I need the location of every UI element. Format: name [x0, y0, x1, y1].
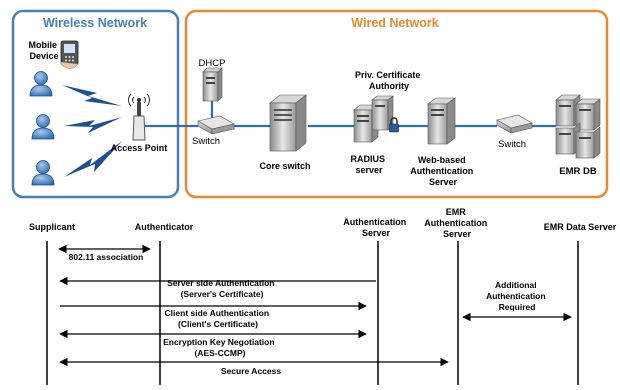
core-switch-label: Core switch — [259, 161, 310, 171]
column-header-emr-auth-server: EMR Authentication Server — [424, 207, 490, 239]
dhcp-server-icon — [202, 67, 223, 102]
core-switch-icon — [269, 94, 307, 152]
column-header-supplicant: Supplicant — [29, 222, 75, 232]
switch-icon — [496, 114, 533, 134]
wireless-network-title: Wireless Network — [43, 16, 147, 30]
switch-icon — [197, 115, 235, 135]
emr-db-icon — [555, 94, 601, 159]
column-header-authenticator: Authenticator — [135, 222, 194, 232]
access-point-icon — [128, 93, 150, 141]
wired-network-frame — [184, 9, 609, 199]
user-icon — [31, 114, 55, 140]
message-label-association: 802.11 association — [69, 252, 144, 262]
user-icon — [31, 160, 55, 186]
wireless-network-frame — [11, 9, 180, 199]
message-label-secure-access: Secure Access — [221, 366, 281, 376]
access-point-label: Access Point — [111, 143, 168, 153]
ca-label: Priv. Certificate Authority — [355, 70, 423, 91]
wireless-signal-icon — [64, 141, 122, 177]
lock-icon — [389, 117, 399, 133]
wireless-signal-icon — [62, 85, 122, 106]
web-auth-server-label: Web-based Authentication Server — [410, 155, 476, 187]
dhcp-label: DHCP — [199, 58, 226, 69]
mobile-device-label: Mobile Device — [28, 40, 59, 61]
mobile-device-icon — [59, 40, 79, 69]
column-header-auth-server: Authentication Server — [343, 217, 409, 238]
message-label-additional-auth: Additional Authentication Required — [486, 280, 548, 312]
emr-db-label: EMR DB — [559, 166, 597, 177]
switch-label: Switch — [192, 136, 220, 147]
message-label-client-auth: Client side Authentication (Client's Cer… — [165, 308, 272, 329]
radius-server-label: RADIUS server — [350, 154, 387, 175]
web-auth-server-icon — [427, 97, 456, 145]
certificate-authority-icon — [371, 95, 394, 131]
lifelines — [46, 241, 579, 385]
switch-label: Switch — [498, 139, 526, 150]
wired-network-title: Wired Network — [351, 16, 438, 30]
user-icon — [29, 71, 53, 97]
wireless-signal-icon — [64, 117, 122, 133]
message-label-key-negotiation: Encryption Key Negotiation (AES-CCMP) — [163, 337, 277, 358]
message-label-server-auth: Server side Authentication (Server's Cer… — [167, 278, 277, 299]
column-header-emr-data-server: EMR Data Server — [544, 222, 617, 232]
